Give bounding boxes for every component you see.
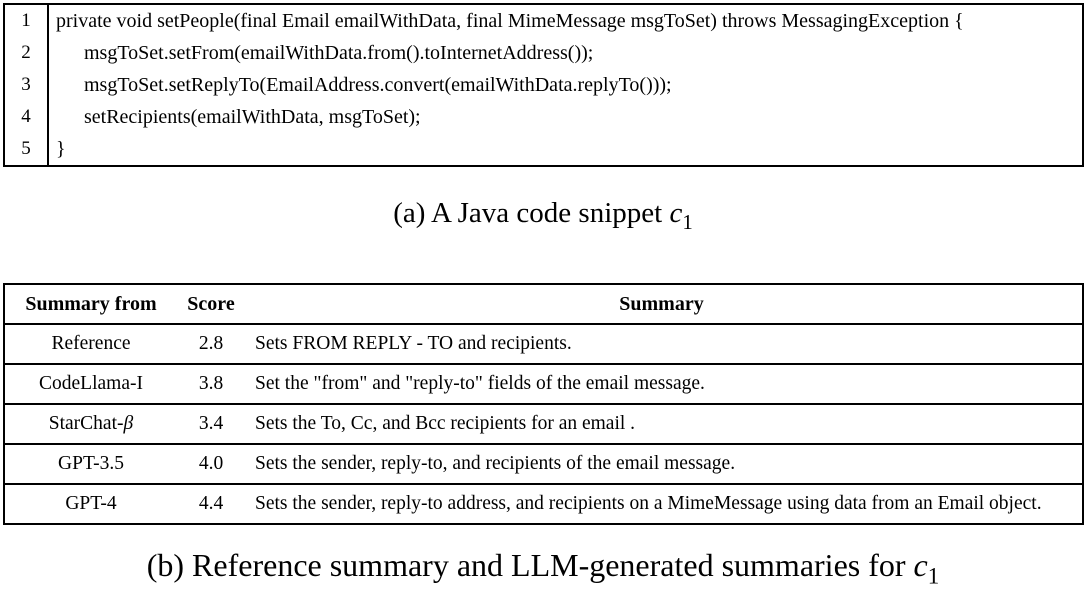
table-row: StarChat-β 3.4 Sets the To, Cc, and Bcc …	[5, 403, 1082, 443]
code-lines: private void setPeople(final Email email…	[49, 5, 1082, 165]
model-name-cell: StarChat-β	[5, 405, 177, 443]
code-line: }	[56, 137, 66, 160]
caption-b: (b) Reference summary and LLM-generated …	[0, 547, 1086, 589]
code-line: msgToSet.setFrom(emailWithData.from().to…	[84, 41, 594, 64]
code-line: private void setPeople(final Email email…	[56, 9, 964, 32]
model-name-italic-suffix: β	[123, 413, 134, 434]
column-header-summary-from: Summary from	[25, 292, 157, 315]
summaries-table: Summary from Score Summary Reference 2.8…	[3, 283, 1084, 525]
model-name-cell: GPT-3.5	[5, 445, 177, 483]
summary-cell: Sets the sender, reply-to, and recipient…	[255, 453, 736, 474]
summary-cell: Sets FROM REPLY - TO and recipients.	[255, 333, 572, 354]
model-name: StarChat-	[48, 413, 124, 434]
line-number: 4	[21, 106, 31, 127]
line-number: 3	[21, 74, 31, 95]
line-number: 1	[21, 10, 31, 31]
code-snippet-panel: 1 2 3 4 5 private void setPeople(final E…	[3, 3, 1084, 167]
score-cell: 4.0	[198, 453, 224, 474]
table-header-row: Summary from Score Summary	[5, 285, 1082, 323]
summary-cell: Sets the sender, reply-to address, and r…	[255, 493, 1042, 514]
model-name: CodeLlama-I	[39, 373, 143, 394]
caption-a-math-subscript: 1	[682, 209, 693, 234]
caption-a-text: (a) A Java code snippet	[393, 197, 670, 229]
summary-cell: Set the "from" and "reply-to" fields of …	[255, 373, 705, 394]
line-number: 5	[21, 138, 31, 159]
caption-b-math-subscript: 1	[927, 562, 940, 589]
code-line: setRecipients(emailWithData, msgToSet);	[84, 105, 421, 128]
code-line: msgToSet.setReplyTo(EmailAddress.convert…	[84, 73, 672, 96]
model-name-cell: GPT-4	[5, 485, 177, 523]
table-row: CodeLlama-I 3.8 Set the "from" and "repl…	[5, 363, 1082, 403]
column-header-summary: Summary	[619, 292, 704, 315]
caption-a: (a) A Java code snippet c1	[0, 197, 1086, 235]
model-name: GPT-4	[65, 493, 117, 514]
score-cell: 4.4	[198, 493, 224, 514]
model-name: Reference	[51, 333, 131, 354]
column-header-score: Score	[187, 292, 235, 315]
summary-cell: Sets the To, Cc, and Bcc recipients for …	[255, 413, 636, 434]
model-name-cell: CodeLlama-I	[5, 365, 177, 403]
caption-a-math-var: c	[669, 197, 683, 229]
model-name-cell: Reference	[5, 325, 177, 363]
model-name: GPT-3.5	[58, 453, 124, 474]
line-number-gutter: 1 2 3 4 5	[5, 5, 49, 165]
table-row: Reference 2.8 Sets FROM REPLY - TO and r…	[5, 323, 1082, 363]
score-cell: 2.8	[198, 333, 224, 354]
table-row: GPT-4 4.4 Sets the sender, reply-to addr…	[5, 483, 1082, 523]
caption-b-text: (b) Reference summary and LLM-generated …	[146, 547, 914, 583]
score-cell: 3.8	[198, 373, 224, 394]
score-cell: 3.4	[198, 413, 224, 434]
line-number: 2	[21, 42, 31, 63]
table-row: GPT-3.5 4.0 Sets the sender, reply-to, a…	[5, 443, 1082, 483]
caption-b-math-var: c	[913, 547, 928, 583]
